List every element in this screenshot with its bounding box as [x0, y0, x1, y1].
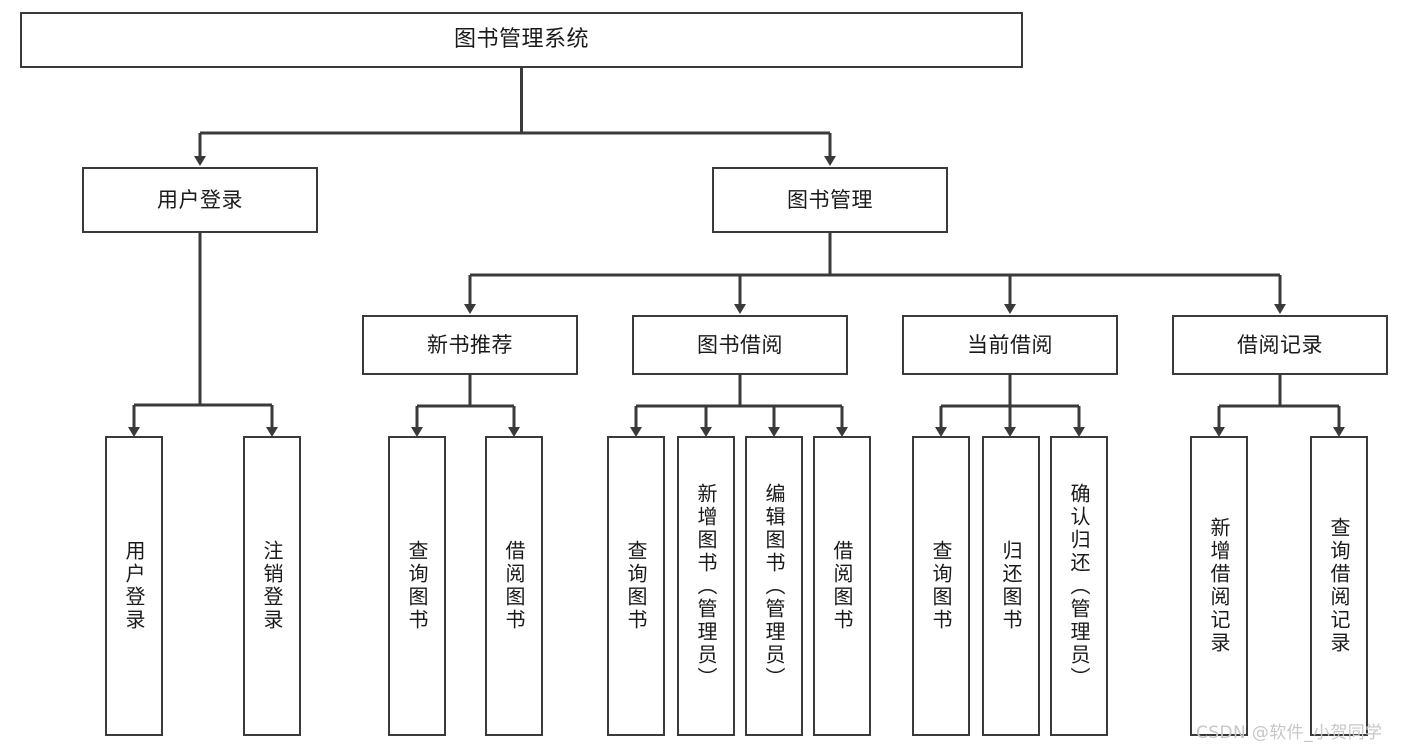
node-leaf-return-book[interactable]: 归还图书	[982, 436, 1040, 736]
node-leaf-query-book-1-label: 查询图书	[405, 540, 429, 632]
node-book-manage-label: 图书管理	[787, 187, 873, 212]
node-leaf-borrow-book-2-label: 借阅图书	[830, 540, 854, 632]
node-leaf-borrow-book-1-label: 借阅图书	[502, 540, 526, 632]
node-leaf-query-book-3[interactable]: 查询图书	[912, 436, 970, 736]
node-user-login-label: 用户登录	[157, 187, 243, 212]
node-leaf-user-login[interactable]: 用户登录	[105, 436, 163, 736]
node-leaf-add-record[interactable]: 新增借阅记录	[1190, 436, 1248, 736]
node-leaf-add-book[interactable]: 新增图书（管理员）	[677, 436, 735, 736]
node-root-label: 图书管理系统	[453, 27, 589, 53]
node-leaf-query-book-2[interactable]: 查询图书	[607, 436, 665, 736]
node-leaf-user-login-label: 用户登录	[122, 540, 146, 632]
node-borrow-record-label: 借阅记录	[1237, 332, 1323, 357]
node-leaf-edit-book-label: 编辑图书（管理员）	[762, 482, 786, 690]
node-leaf-user-logout-label: 注销登录	[260, 540, 284, 632]
node-leaf-confirm-return-label: 确认归还（管理员）	[1067, 482, 1091, 690]
node-leaf-query-book-3-label: 查询图书	[929, 540, 953, 632]
node-leaf-return-book-label: 归还图书	[999, 540, 1023, 632]
node-borrow-record[interactable]: 借阅记录	[1172, 315, 1388, 375]
node-new-book-recommend-label: 新书推荐	[427, 332, 513, 357]
csdn-watermark: CSDN @软件_小贺同学	[1196, 723, 1383, 743]
node-leaf-borrow-book-1[interactable]: 借阅图书	[485, 436, 543, 736]
node-leaf-confirm-return[interactable]: 确认归还（管理员）	[1050, 436, 1108, 736]
node-book-borrow-label: 图书借阅	[697, 332, 783, 357]
node-leaf-edit-book[interactable]: 编辑图书（管理员）	[745, 436, 803, 736]
node-book-borrow[interactable]: 图书借阅	[632, 315, 848, 375]
node-root[interactable]: 图书管理系统	[20, 12, 1023, 68]
node-leaf-user-logout[interactable]: 注销登录	[243, 436, 301, 736]
node-leaf-borrow-book-2[interactable]: 借阅图书	[813, 436, 871, 736]
node-book-manage[interactable]: 图书管理	[712, 167, 948, 233]
node-leaf-query-record[interactable]: 查询借阅记录	[1310, 436, 1368, 736]
node-current-borrow[interactable]: 当前借阅	[902, 315, 1118, 375]
node-leaf-query-book-1[interactable]: 查询图书	[388, 436, 446, 736]
node-user-login[interactable]: 用户登录	[82, 167, 318, 233]
node-new-book-recommend[interactable]: 新书推荐	[362, 315, 578, 375]
node-leaf-query-book-2-label: 查询图书	[624, 540, 648, 632]
node-leaf-query-record-label: 查询借阅记录	[1327, 517, 1351, 655]
node-leaf-add-record-label: 新增借阅记录	[1207, 517, 1231, 655]
node-current-borrow-label: 当前借阅	[967, 332, 1053, 357]
node-leaf-add-book-label: 新增图书（管理员）	[694, 482, 718, 690]
